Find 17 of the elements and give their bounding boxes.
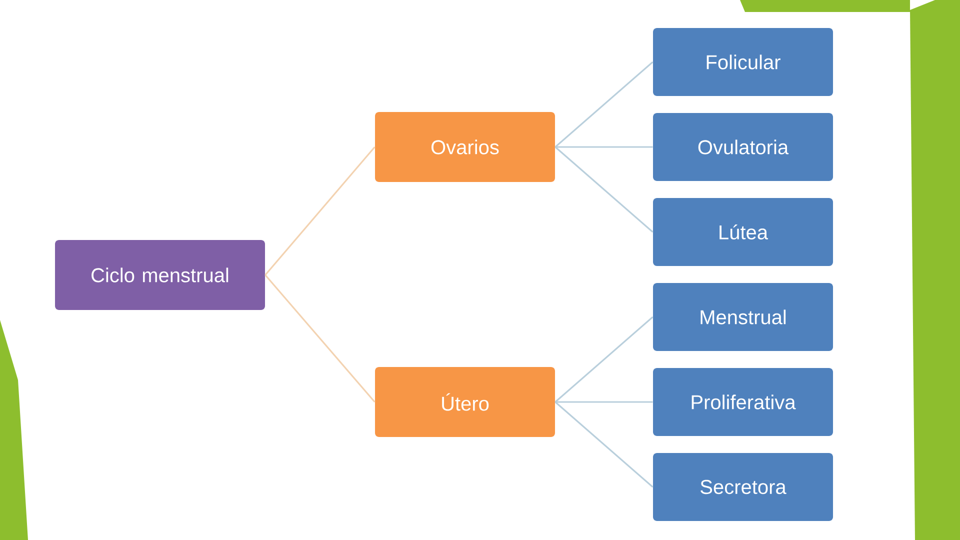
phase-box: Lútea <box>653 198 833 266</box>
phase-box: Ovulatoria <box>653 113 833 181</box>
connector-line <box>554 316 654 403</box>
connector-line <box>554 401 654 488</box>
phase-box: Secretora <box>653 453 833 521</box>
connector-line <box>555 401 653 403</box>
phase-box: Proliferativa <box>653 368 833 436</box>
connector-line <box>554 146 654 233</box>
phase-box: Folicular <box>653 28 833 96</box>
topic-box: Ciclo menstrual <box>55 240 265 310</box>
phase-box: Menstrual <box>653 283 833 351</box>
connector-line <box>554 61 654 148</box>
category-box: Útero <box>375 367 555 437</box>
connector-line <box>555 146 653 148</box>
category-box: Ovarios <box>375 112 555 182</box>
connector-line <box>264 274 376 403</box>
connector-line <box>264 146 376 276</box>
